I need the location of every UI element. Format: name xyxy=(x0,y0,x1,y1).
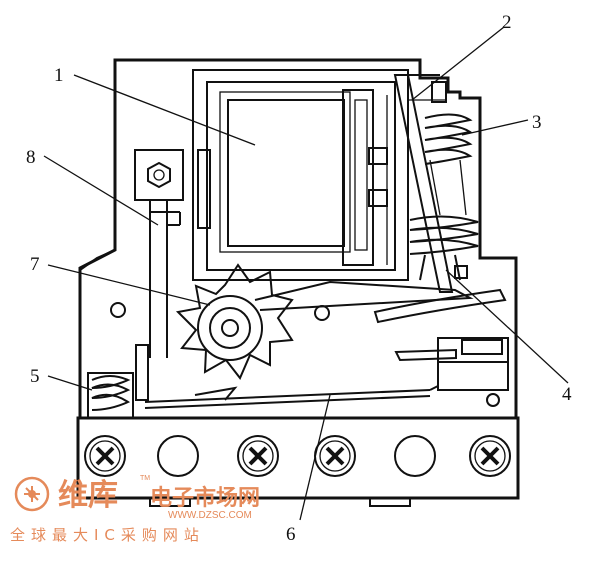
leader-lines xyxy=(43,26,569,521)
upper-spring xyxy=(424,113,473,216)
terminal-screw-ring xyxy=(242,440,274,472)
ratchet-wheel xyxy=(175,263,294,380)
lower-spring xyxy=(409,215,479,281)
callout-7: 7 xyxy=(30,254,40,275)
screw-cross-icon xyxy=(248,446,268,466)
terminal-screw-ring xyxy=(89,440,121,472)
terminal-screw-ring xyxy=(474,440,506,472)
terminal-strip xyxy=(76,416,520,507)
watermark-tagline: 电子市场网 xyxy=(150,485,260,511)
mount-holes xyxy=(110,302,330,321)
callout-8: 8 xyxy=(26,147,36,168)
callout-6: 6 xyxy=(286,524,296,545)
watermark-url: WWW.DZSC.COM xyxy=(168,510,252,521)
watermark-subtitle: 全球最大IC采购网站 xyxy=(10,526,205,544)
lever-plates xyxy=(254,280,509,407)
screw-cross-icon xyxy=(325,446,345,466)
bottom-plate xyxy=(144,385,439,409)
screw-cross-icon xyxy=(480,446,500,466)
watermark-tm: TM xyxy=(140,475,150,482)
watermark-logo-icon xyxy=(14,476,50,512)
terminal-screw xyxy=(469,435,511,477)
callout-2: 2 xyxy=(502,12,512,33)
coil-assembly xyxy=(192,69,409,281)
terminal-hole xyxy=(394,435,436,477)
watermark-brand: 维库 xyxy=(58,478,118,513)
watermark: 维库 TM 电子市场网 WWW.DZSC.COM 全球最大IC采购网站 xyxy=(10,475,260,544)
screw-cross-icon xyxy=(95,446,115,466)
callout-3: 3 xyxy=(532,112,542,133)
terminal-screw-ring xyxy=(319,440,351,472)
terminal-screw xyxy=(84,435,126,477)
armature xyxy=(393,74,454,293)
housing xyxy=(78,58,518,420)
terminal-screw xyxy=(237,435,279,477)
callout-1: 1 xyxy=(54,65,64,86)
terminal-hole xyxy=(157,435,199,477)
terminal-spring xyxy=(87,344,149,419)
callout-5: 5 xyxy=(30,366,40,387)
callout-4: 4 xyxy=(562,384,572,405)
callout-labels: 1 2 3 4 5 6 7 8 xyxy=(26,12,572,545)
terminal-screws xyxy=(84,435,511,477)
adjust-rod xyxy=(134,149,184,358)
